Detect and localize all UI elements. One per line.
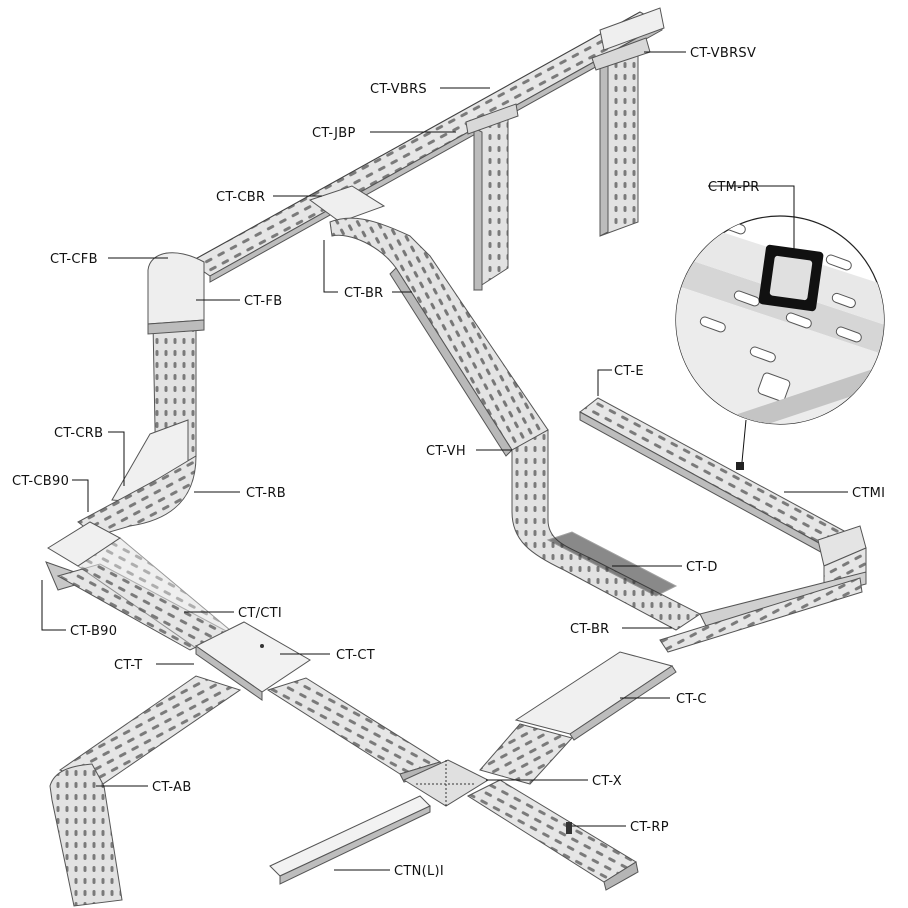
label-ctm-pr: CTM-PR [708,180,760,195]
label-ct-br: CT-BR [570,622,610,637]
label-ct-crb: CT-CRB [54,426,103,441]
label-ct-e: CT-E [614,364,644,379]
label-ctmi: CTMI [852,486,885,501]
label-ct-ab: CT-AB [152,780,192,795]
label-ct-vbrs: CT-VBRS [370,82,427,97]
cover-d [546,531,678,597]
label-ct-b90: CT-B90 [70,624,117,639]
label-ct-br-top: CT-BR [344,286,384,301]
label-ct-jbp: CT-JBP [312,126,356,141]
tray-ab [49,763,123,907]
tray-cbr-corner [308,185,386,223]
leader-lines [41,51,848,871]
label-ct-c: CT-C [676,692,707,707]
tray-ct-c [699,571,867,627]
tray-rp [466,779,637,883]
ctm-pr-marker [736,462,744,470]
label-ct-rb: CT-RB [246,486,286,501]
label-ct-ct: CT-CT [336,648,375,663]
label-ct-cbr: CT-CBR [216,190,265,205]
tray-network [45,7,867,907]
tray-vh-lower [511,429,701,631]
label-ct-cb90: CT-CB90 [12,474,69,489]
label-ct-fb: CT-FB [244,294,282,309]
label-ct-vh: CT-VH [426,444,466,459]
label-ct-x: CT-X [592,774,622,789]
label-ct-cfb: CT-CFB [50,252,98,267]
ctm-pr-part [758,244,824,312]
label-ctn-l-i: CTN(L)I [394,864,444,879]
tray-rb [77,455,197,537]
label-ct-t: CT-T [114,658,142,673]
part-labels: CT-VBRSV CT-VBRS CT-JBP CT-CBR CT-CFB CT… [12,46,885,879]
cover-cfb [147,252,205,325]
label-ct-cti: CT/CTI [238,606,282,621]
tray-top-run [189,11,664,277]
label-ct-rp: CT-RP [630,820,669,835]
label-ct-vbrsv: CT-VBRSV [690,46,756,61]
label-ct-d: CT-D [686,560,718,575]
tray-tee-to-cross [266,677,442,775]
detail-magnifier [675,215,885,425]
tray-vh [329,217,549,451]
